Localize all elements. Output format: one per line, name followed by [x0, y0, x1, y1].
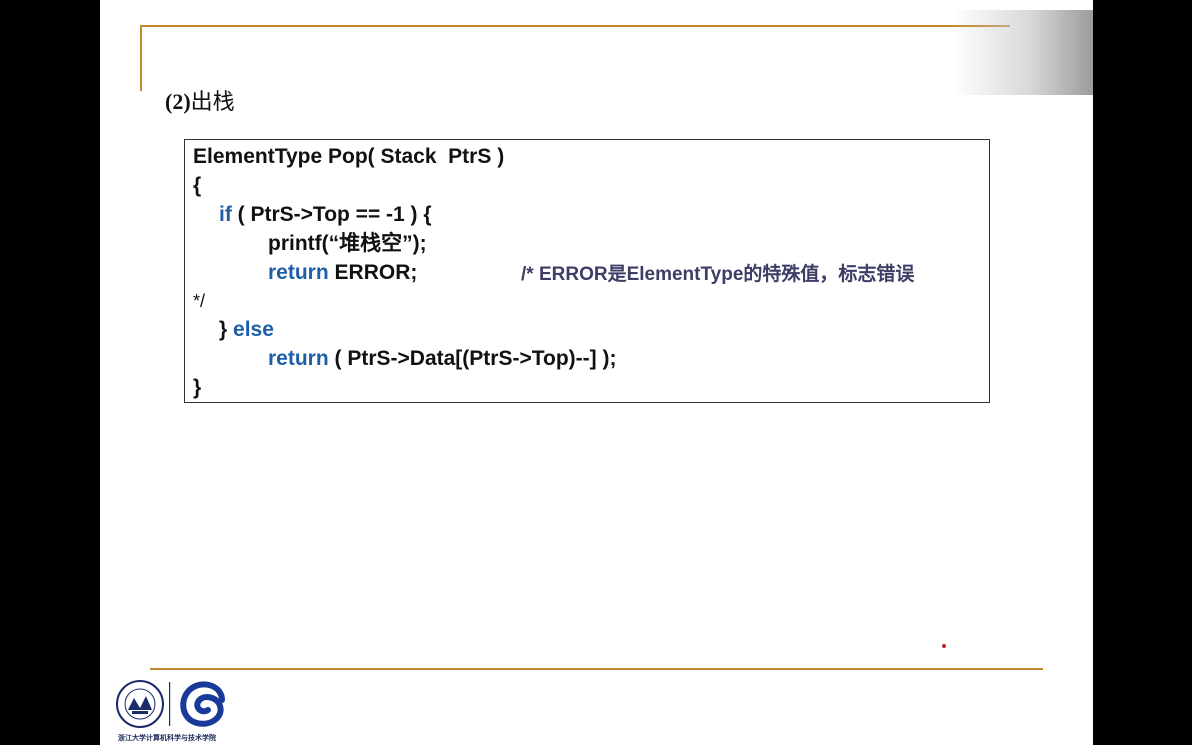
code-line-close-brace: }	[193, 376, 202, 399]
code-line-if: if ( PtrS->Top == -1 ) {	[219, 202, 432, 228]
slide: (2)出栈 ElementType Pop( Stack PtrS ) { if…	[100, 0, 1093, 745]
code-return-data: ( PtrS->Data[(PtrS->Top)--] );	[328, 347, 617, 370]
keyword-return: return	[268, 261, 329, 284]
section-title: 出栈	[190, 89, 235, 114]
code-close-brace: }	[219, 318, 234, 341]
corner-shadow	[953, 10, 1093, 95]
code-line-signature: ElementType Pop( Stack PtrS )	[193, 145, 505, 168]
code-block: ElementType Pop( Stack PtrS ) { if ( Ptr…	[184, 139, 990, 403]
keyword-else: else	[233, 318, 274, 341]
code-comment-end: */	[193, 291, 206, 311]
top-rule-vertical	[140, 25, 142, 91]
code-line-return-data: return ( PtrS->Data[(PtrS->Top)--] );	[268, 346, 616, 372]
code-line-open-brace: {	[193, 174, 202, 197]
section-heading: (2)出栈	[165, 84, 235, 116]
top-rule	[140, 25, 1010, 27]
bottom-rule	[150, 668, 1043, 670]
university-seal-icon	[116, 680, 164, 728]
code-if-condition: ( PtrS->Top == -1 ) {	[231, 203, 432, 226]
logo-divider	[169, 682, 171, 726]
keyword-if: if	[219, 203, 232, 226]
code-line-printf: printf(“堆栈空”);	[268, 232, 427, 255]
section-number: (2)	[165, 89, 191, 114]
code-line-return-error: return ERROR;	[268, 260, 417, 286]
footer-logos	[116, 680, 225, 728]
code-line-else: } else	[219, 317, 274, 343]
code-comment: /* ERROR是ElementType的特殊值，标志错误	[521, 264, 915, 285]
code-return-error: ERROR;	[328, 261, 418, 284]
college-spiral-logo-icon	[180, 681, 225, 727]
footer-caption: 浙江大学计算机科学与技术学院	[118, 734, 216, 742]
keyword-return: return	[268, 347, 329, 370]
laser-pointer-dot	[942, 644, 946, 648]
